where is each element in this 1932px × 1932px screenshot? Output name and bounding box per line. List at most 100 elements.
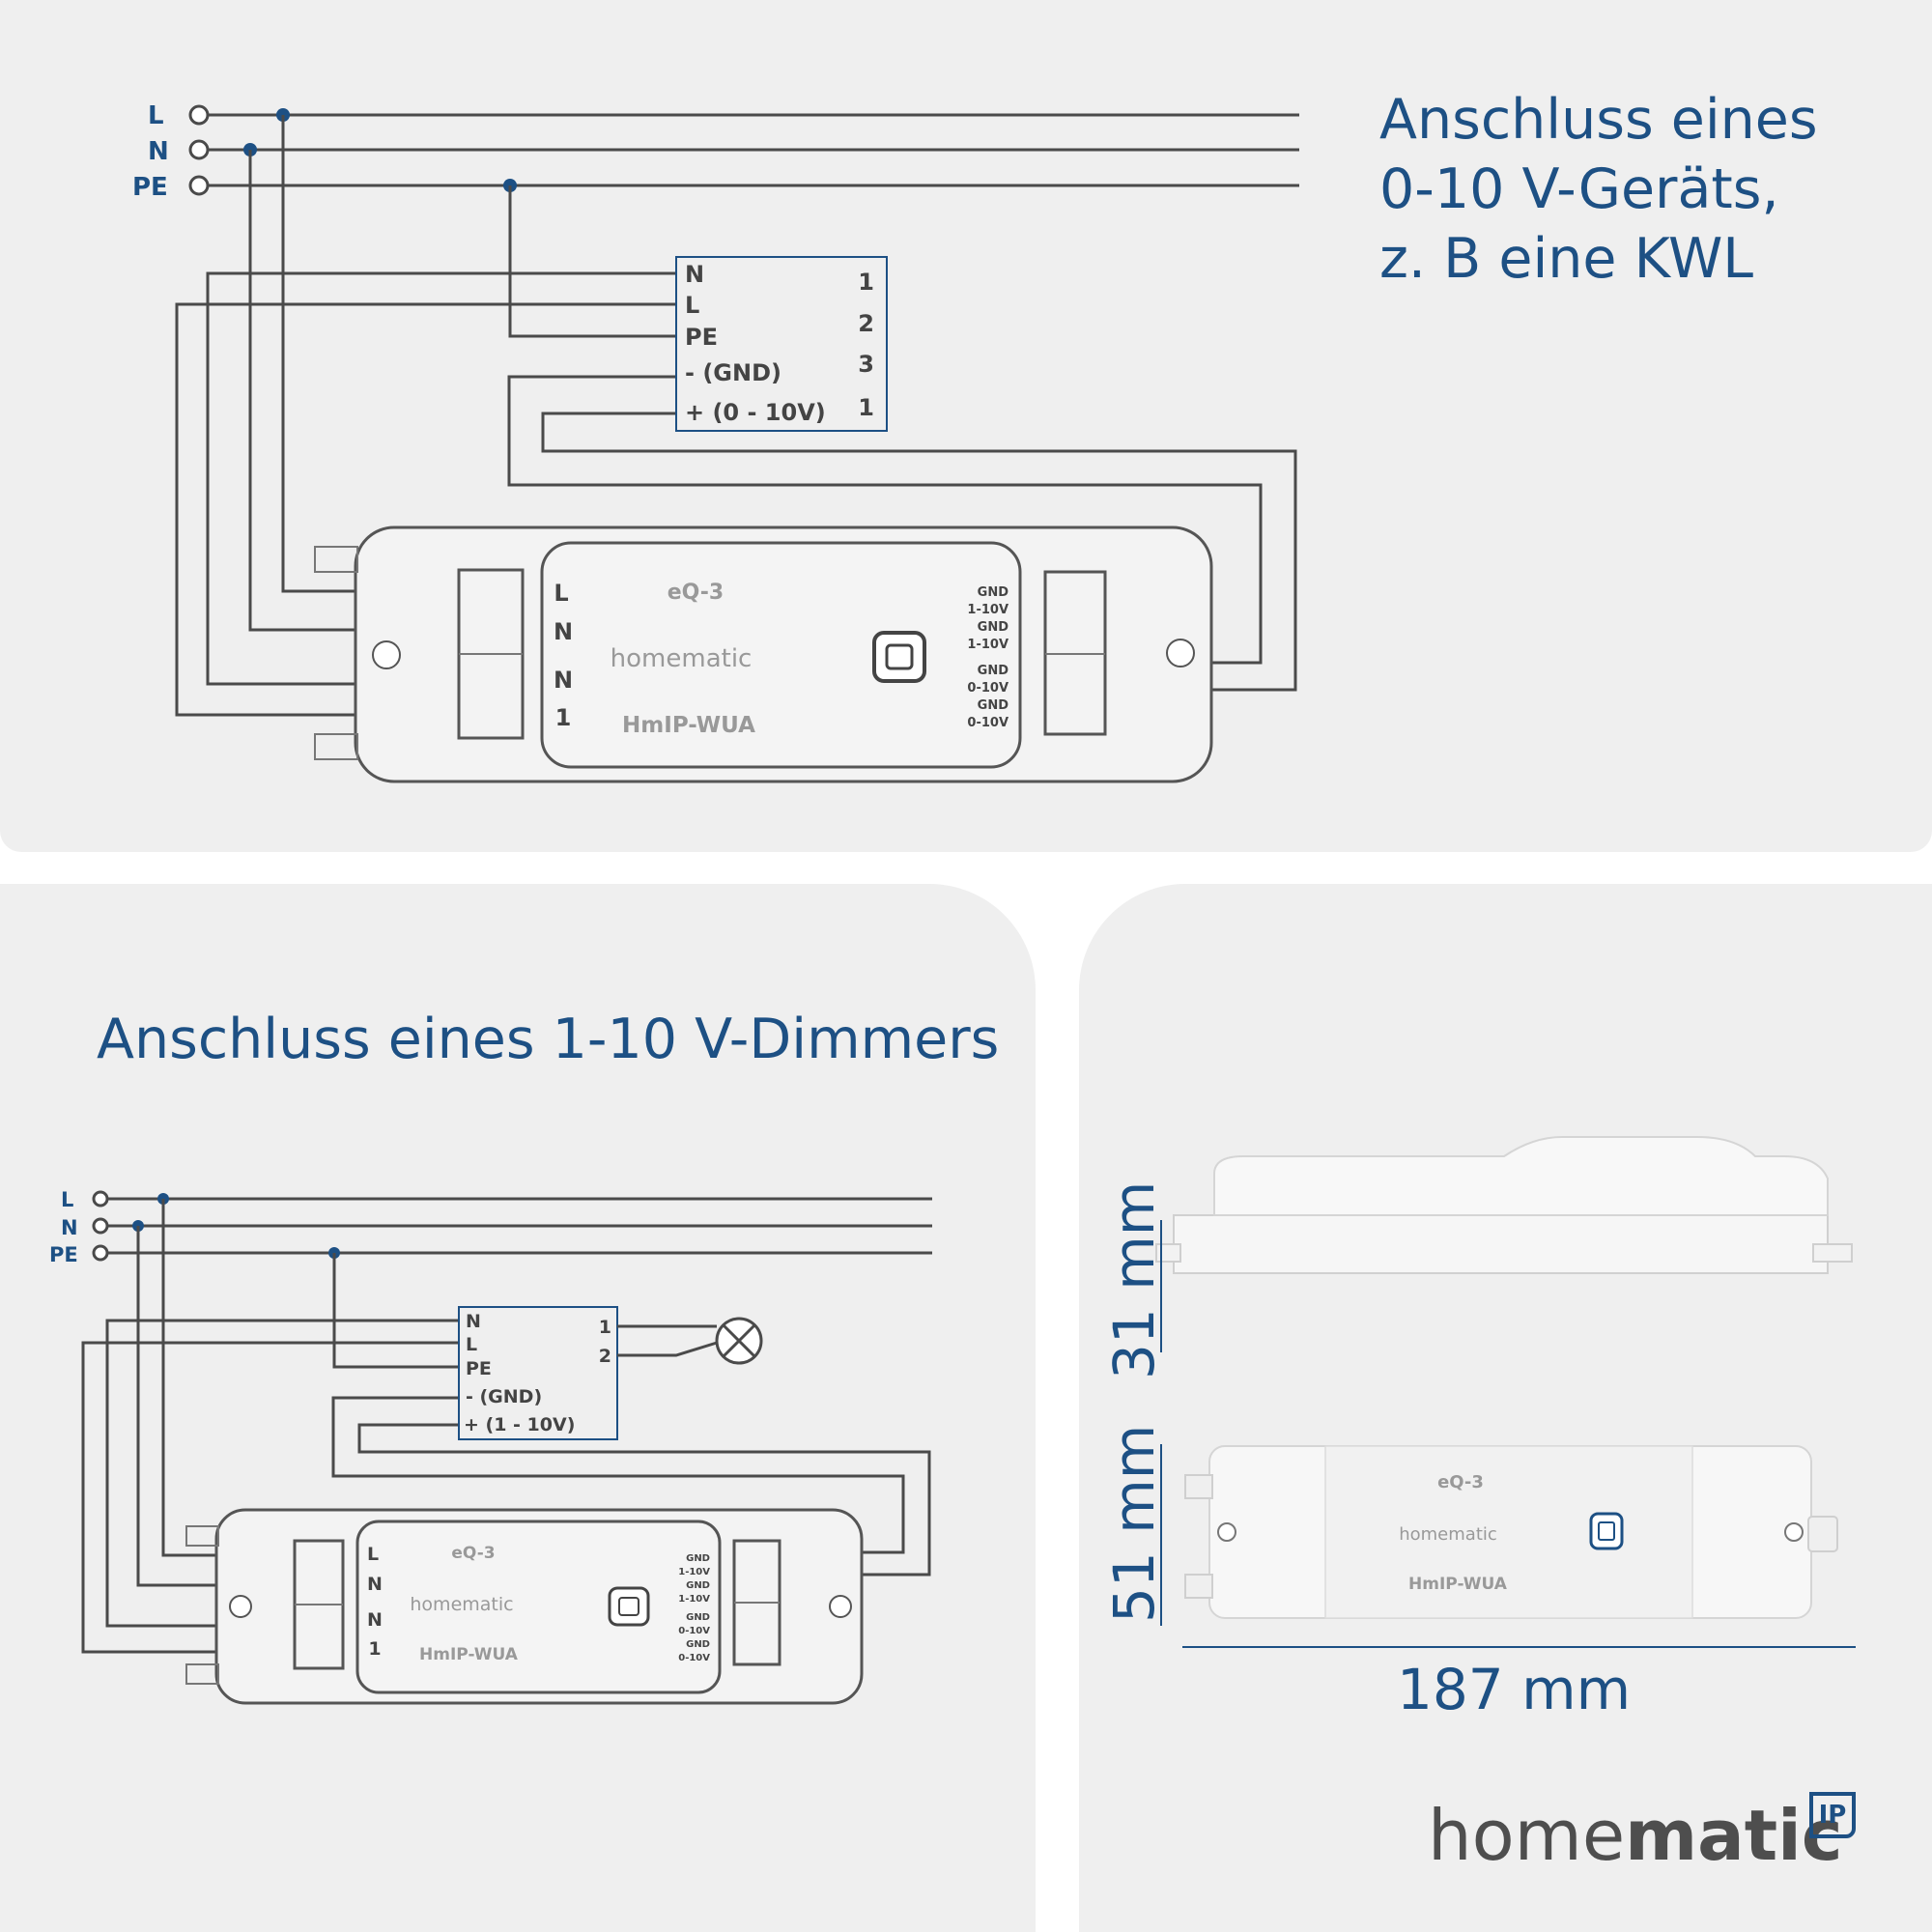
wire-0-10v [541, 412, 1297, 692]
device-terminal-n2: N [554, 667, 573, 694]
rail-l-terminal [92, 1190, 109, 1208]
device-brand: homematic [611, 644, 753, 673]
panel-1-10v: Anschluss eines 1-10 V-Dimmers L N PE N … [0, 884, 1036, 1932]
device-0-10v-2: 0-10V [678, 1653, 710, 1663]
box-label-n: N [685, 261, 704, 288]
device-terminal-l: L [367, 1544, 379, 1565]
device-dimension-drawing: eQ-3 homematic HmIP-WUA [1155, 1136, 1856, 1648]
device-brand: homematic [410, 1594, 513, 1615]
screw-right-icon [1784, 1522, 1804, 1542]
device-maker: eQ-3 [668, 581, 724, 605]
device-side-view [1155, 1136, 1853, 1274]
device-1-10v-1: 1-10V [967, 603, 1009, 617]
device-0-10v-1: 0-10V [967, 681, 1009, 696]
device-gnd-3: GND [978, 664, 1009, 678]
device-model: HmIP-WUA [622, 713, 755, 738]
device-button-icon [1589, 1512, 1624, 1550]
rail-n-terminal [188, 139, 210, 160]
box-label-gnd: - (GND) [685, 359, 781, 386]
device-model: HmIP-WUA [419, 1645, 519, 1664]
wire-pe-to-box [332, 1253, 459, 1369]
device-cover [355, 1520, 722, 1694]
box-pin-2: 2 [858, 310, 874, 337]
box-pin-4: 1 [858, 394, 874, 421]
box-label-plus: + (1 - 10V) [464, 1414, 575, 1435]
title-1-10v: Anschluss eines 1-10 V-Dimmers [97, 1008, 1000, 1071]
rail-pe-terminal [92, 1244, 109, 1262]
screw-right-icon [1166, 639, 1195, 668]
mains-label-l: L [148, 101, 164, 130]
box-pin-1: 1 [858, 269, 874, 296]
wire-lamp-2 [617, 1341, 718, 1357]
device-terminal-n1: N [554, 618, 573, 645]
logo-text-bold: matic [1625, 1795, 1843, 1876]
device-gnd-3: GND [686, 1612, 710, 1623]
device-0-10v-1: 0-10V [678, 1626, 710, 1636]
wire-gnd [331, 1396, 905, 1554]
device-model: HmIP-WUA [1408, 1575, 1508, 1594]
mains-label-n: N [148, 137, 169, 166]
device-terminal-n1: N [367, 1574, 383, 1595]
wire-box-n [206, 271, 676, 686]
screw-left-icon [372, 640, 401, 669]
mains-label-l: L [61, 1188, 73, 1211]
panel-0-10v: Anschluss eines 0-10 V-Geräts, z. B eine… [0, 0, 1932, 852]
dim-width-label: 51 mm [1101, 1424, 1167, 1623]
logo-ip-badge: IP [1809, 1792, 1856, 1838]
dim-height-label: 31 mm [1101, 1180, 1167, 1379]
rail-n-terminal [92, 1217, 109, 1235]
logo-text-light: home [1428, 1795, 1626, 1876]
mount-tab-top-left [314, 546, 358, 573]
device-maker: eQ-3 [1437, 1472, 1484, 1492]
device-maker: eQ-3 [451, 1544, 495, 1563]
device-top-view: eQ-3 homematic HmIP-WUA [1184, 1445, 1838, 1619]
wire-pe-to-box [508, 185, 676, 338]
box-label-l: L [466, 1334, 477, 1355]
wire-box-l [81, 1341, 459, 1654]
device-terminal-n2: N [367, 1609, 383, 1631]
screw-left-icon [229, 1595, 252, 1618]
title-0-10v: Anschluss eines 0-10 V-Geräts, z. B eine… [1379, 88, 1818, 291]
device-gnd-2: GND [686, 1580, 710, 1591]
panel-dimensions: eQ-3 homematic HmIP-WUA [1079, 884, 1932, 1932]
wiring-diagram-1-10v: L N PE N L PE - (GND) + (1 - 10V) 1 2 [49, 1188, 932, 1705]
mains-label-pe: PE [49, 1243, 78, 1266]
mains-label-n: N [61, 1216, 78, 1239]
box-label-gnd: - (GND) [466, 1386, 542, 1407]
device-terminal-1: 1 [555, 704, 572, 731]
wire-1-10v [357, 1423, 931, 1577]
box-pin-2: 2 [599, 1346, 611, 1367]
device-1-10v-1: 1-10V [678, 1567, 710, 1577]
box-label-pe: PE [685, 324, 718, 351]
device-button-icon [872, 631, 926, 683]
rail-l-terminal [188, 104, 210, 126]
device-terminal-l: L [554, 580, 568, 607]
homematic-logo: homematic [1428, 1795, 1843, 1876]
device-gnd-1: GND [978, 585, 1009, 600]
device-0-10v-2: 0-10V [967, 716, 1009, 730]
box-label-pe: PE [466, 1358, 492, 1379]
device-gnd-4: GND [686, 1639, 710, 1650]
screw-left-icon [1217, 1522, 1236, 1542]
mains-label-pe: PE [132, 173, 168, 202]
wire-box-n [105, 1319, 459, 1628]
device-hmip-wua: eQ-3 homematic HmIP-WUA L N N 1 GND 1-10… [185, 1508, 864, 1705]
lamp-icon [715, 1317, 763, 1365]
screw-right-icon [829, 1595, 852, 1618]
device-terminal-1: 1 [368, 1638, 381, 1660]
mount-tab-bottom-left [185, 1663, 219, 1685]
wiring-diagram-0-10v: L N PE N L PE - (GND) + (0 - 10V) 1 2 3 … [132, 101, 1299, 783]
consumer-box [458, 1306, 618, 1440]
device-button-icon [608, 1586, 650, 1627]
consumer-box [675, 256, 888, 432]
box-pin-1: 1 [599, 1317, 611, 1338]
device-gnd-1: GND [686, 1553, 710, 1564]
device-gnd-4: GND [978, 698, 1009, 713]
box-pin-3: 3 [858, 351, 874, 378]
mount-tab-top-left [185, 1525, 219, 1547]
device-hmip-wua: eQ-3 homematic HmIP-WUA L N N 1 GND 1-10… [314, 526, 1213, 783]
dim-length-label: 187 mm [1397, 1657, 1632, 1722]
device-cover [540, 541, 1022, 769]
box-label-n: N [466, 1311, 481, 1332]
wire-gnd [507, 375, 1263, 665]
